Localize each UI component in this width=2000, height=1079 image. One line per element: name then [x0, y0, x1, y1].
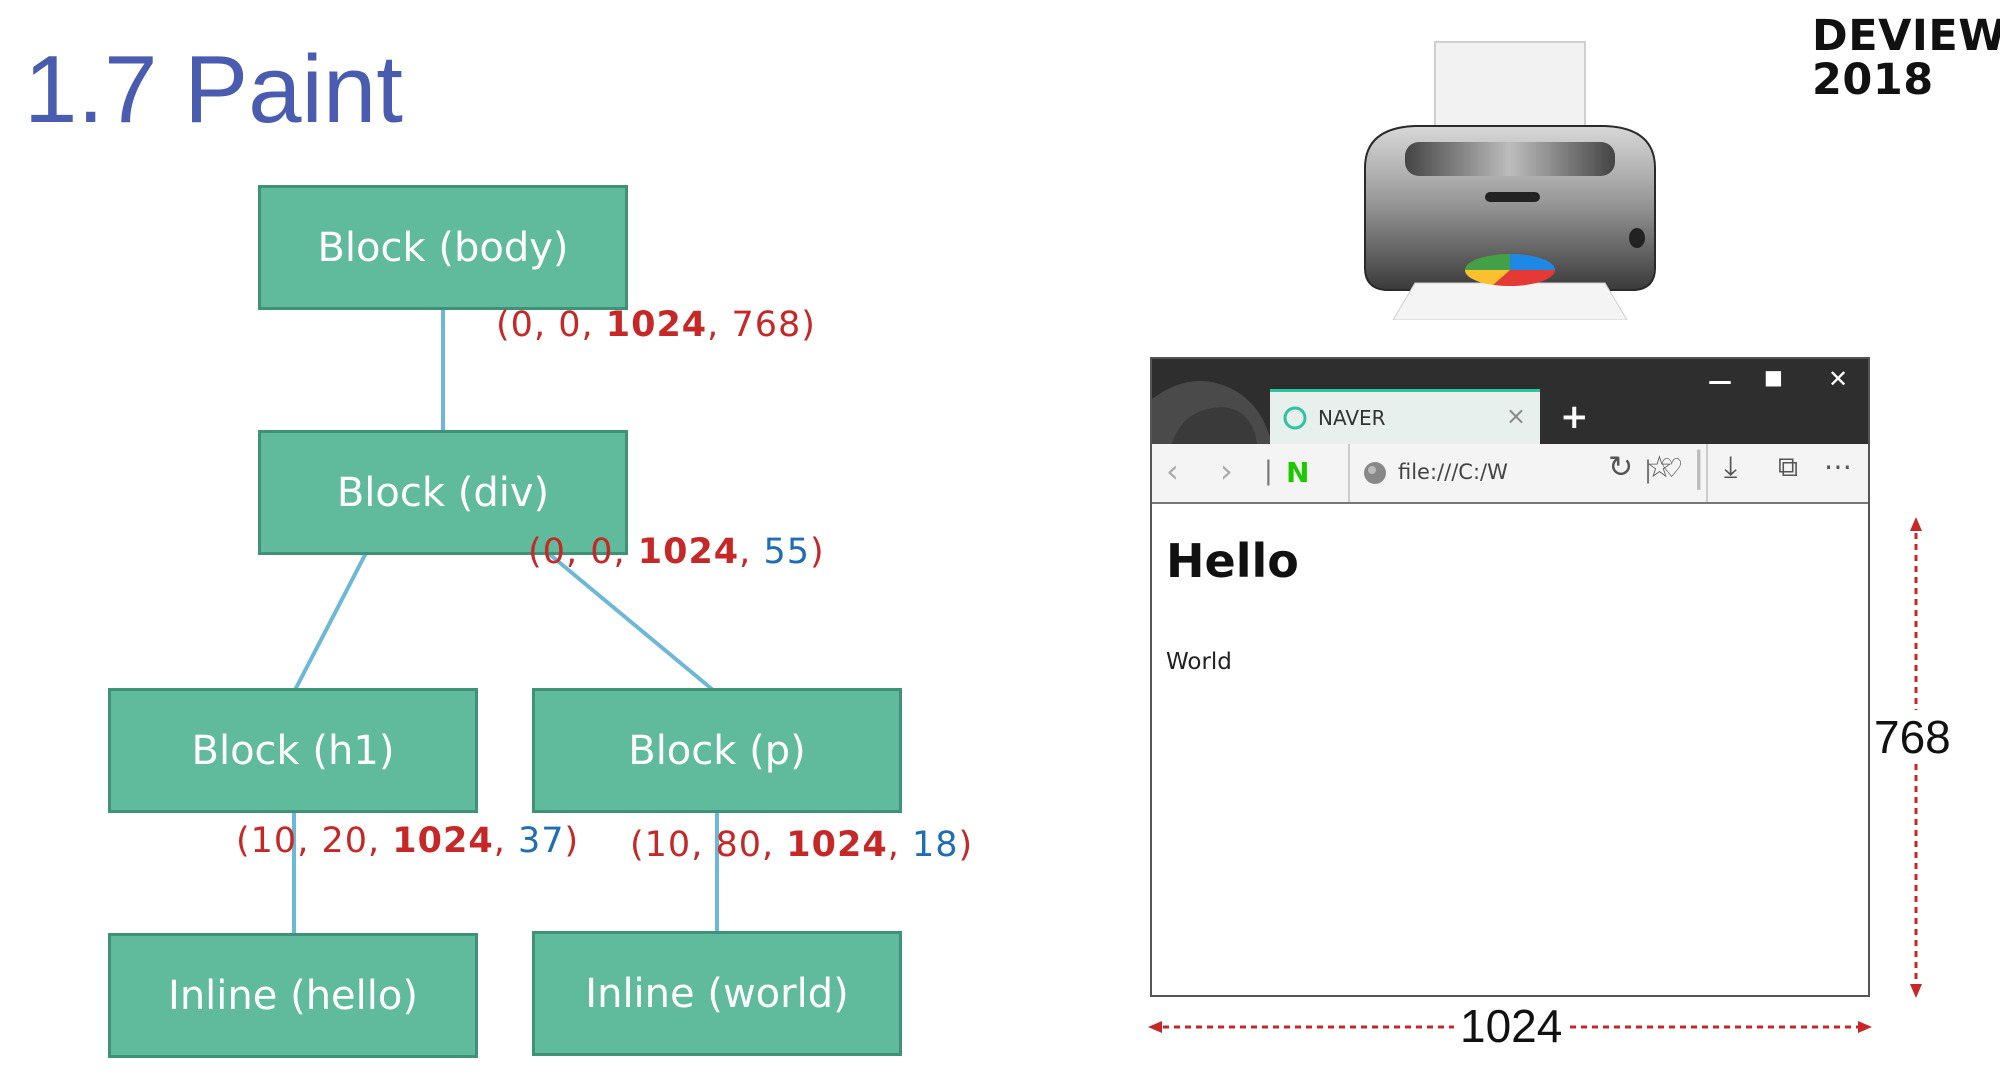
url-text: file:///C:/W [1398, 460, 1508, 484]
refresh-icon[interactable]: ↻ [1608, 450, 1634, 485]
arrowhead-top [1910, 517, 1922, 531]
download-icon[interactable]: ⤓ [1724, 450, 1738, 485]
toolbar-separator: | [1264, 456, 1273, 486]
node-label: Block (p) [628, 727, 806, 774]
height-label: 768 [1874, 710, 1951, 764]
geometry-div: (0, 0, 1024, 55) [528, 532, 825, 572]
node-block-div: Block (div) [258, 430, 628, 555]
tab-close-button[interactable]: × [1505, 402, 1526, 430]
node-label: Block (div) [336, 469, 550, 516]
arrowhead-bottom [1910, 984, 1922, 998]
node-label: Inline (hello) [168, 972, 418, 1019]
page-heading: Hello [1166, 534, 1299, 588]
tab-loading-icon [1283, 406, 1307, 430]
new-tab-button[interactable]: + [1560, 397, 1589, 437]
toolbar-separator: | [1644, 456, 1653, 484]
browser-titlebar: NAVER × + — ■ ✕ [1152, 359, 1868, 444]
globe-icon [1364, 462, 1386, 484]
brand-logo: DEVIEW 2018 [1812, 11, 2000, 105]
geometry-h1: (10, 20, 1024, 37) [236, 821, 580, 861]
node-label: Block (body) [317, 224, 569, 271]
toolbar-separator: | [1692, 444, 1706, 490]
more-icon[interactable]: ⋯ [1824, 450, 1852, 483]
node-block-body: Block (body) [258, 185, 628, 310]
maximize-button[interactable]: ■ [1764, 365, 1783, 389]
slide-title: 1.7 Paint [24, 36, 403, 143]
width-label: 1024 [1454, 1003, 1569, 1049]
pocket-icon[interactable]: ♡ [1660, 454, 1684, 484]
node-block-p: Block (p) [532, 688, 902, 813]
page-paragraph: World [1166, 649, 1232, 675]
browser-tab[interactable]: NAVER × [1270, 389, 1540, 444]
browser-toolbar: ‹ › | N file:///C:/W ↻ | ♡ ☆ | ⤓ ⧉ ⋯ [1152, 444, 1868, 504]
back-icon[interactable]: ‹ [1166, 452, 1179, 490]
node-block-h1: Block (h1) [108, 688, 478, 813]
node-inline-hello: Inline (hello) [108, 933, 478, 1058]
theme-decoration [1152, 381, 1272, 444]
node-label: Block (h1) [191, 727, 395, 774]
tab-title: NAVER [1318, 406, 1386, 430]
tree-connectors [292, 308, 719, 934]
geometry-body: (0, 0, 1024, 768) [496, 305, 816, 345]
browser-window: NAVER × + — ■ ✕ ‹ › | N file:///C:/W ↻ |… [1150, 357, 1870, 997]
forward-icon[interactable]: › [1220, 452, 1233, 490]
edge-div-h1 [293, 552, 368, 691]
arrowhead-left [1148, 1021, 1162, 1033]
star-icon[interactable]: ☆ [1646, 450, 1673, 485]
minimize-button[interactable]: — [1708, 367, 1732, 395]
edge-div-p [546, 551, 715, 692]
geometry-p: (10, 80, 1024, 18) [630, 825, 974, 865]
printer-icon [1364, 41, 1656, 320]
address-bar[interactable]: file:///C:/W ↻ | ♡ [1348, 444, 1708, 502]
screenshot-icon[interactable]: ⧉ [1778, 450, 1798, 483]
node-inline-world: Inline (world) [532, 931, 902, 1056]
close-window-button[interactable]: ✕ [1828, 365, 1849, 393]
naver-logo[interactable]: N [1286, 456, 1310, 489]
node-label: Inline (world) [585, 970, 849, 1017]
arrowhead-right [1858, 1021, 1872, 1033]
